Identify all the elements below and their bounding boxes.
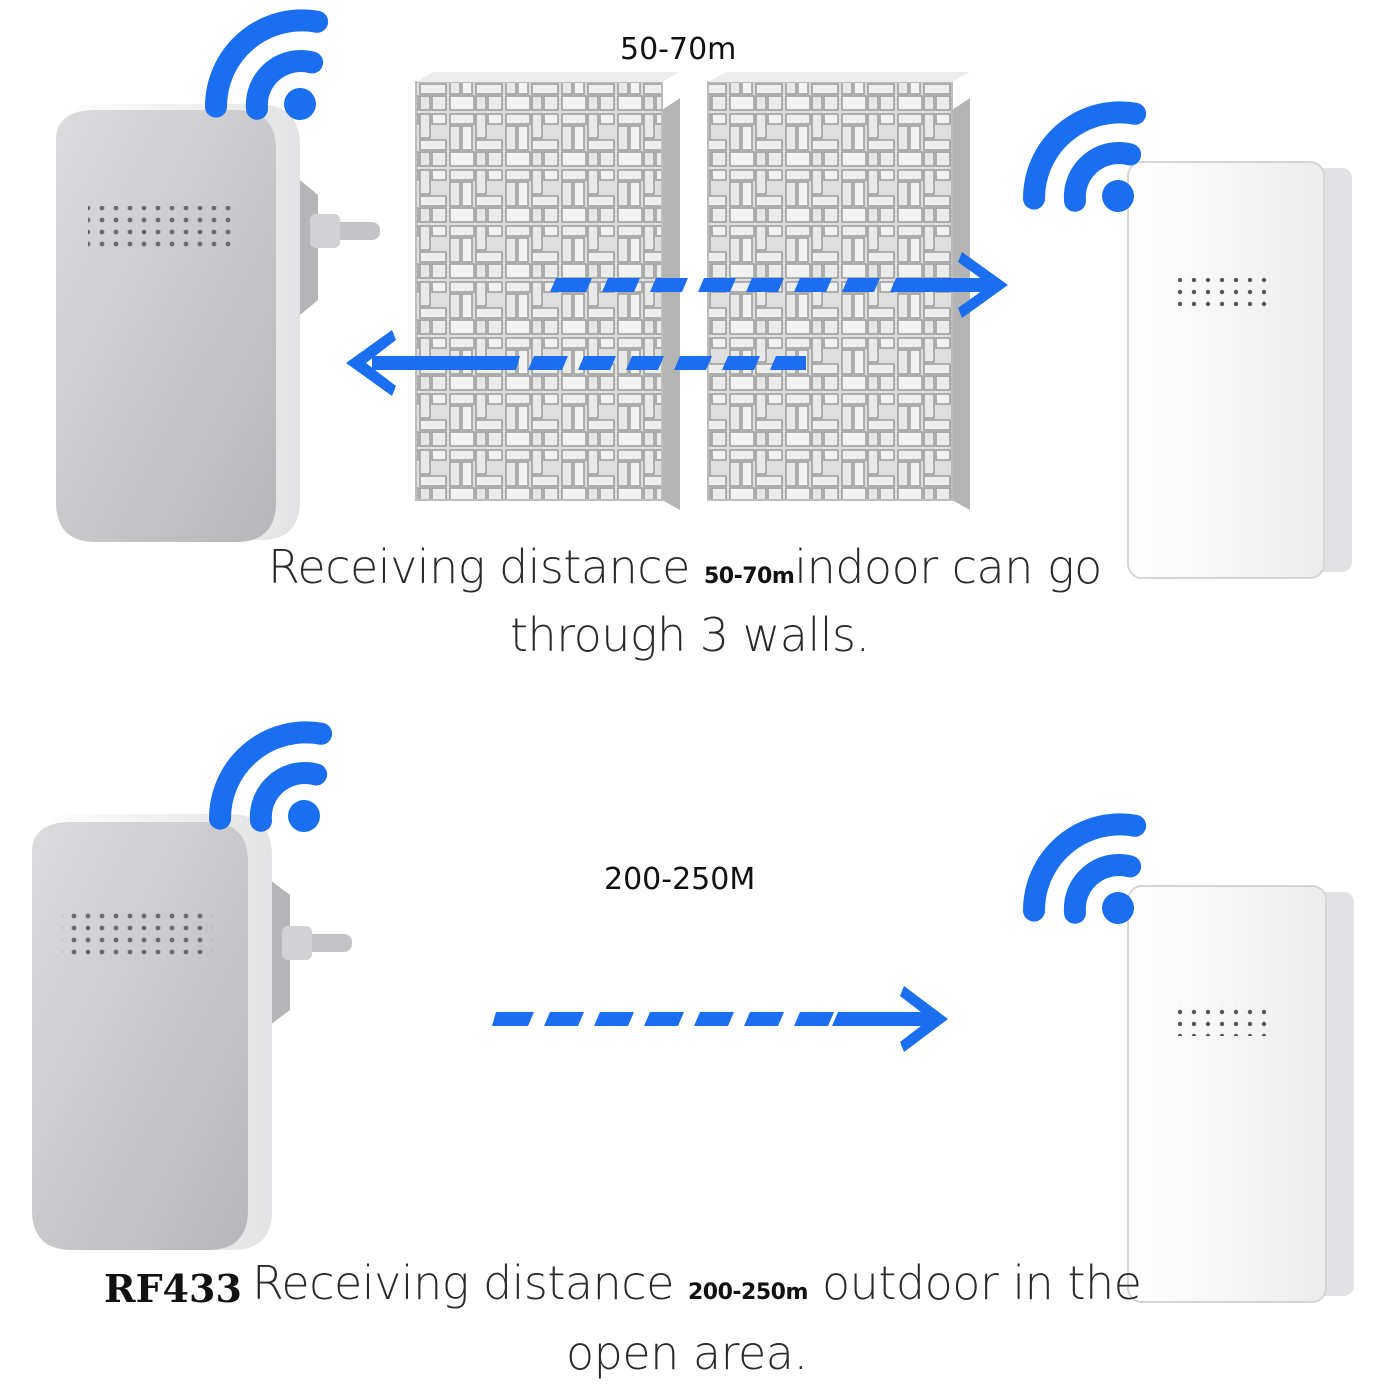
wifi-signal-icon	[1023, 813, 1147, 924]
plugin-receiver-top	[56, 104, 380, 542]
dashed-arrow-left	[346, 330, 806, 396]
speaker-grille	[62, 912, 212, 956]
plug-pin	[330, 222, 380, 240]
bottom-caption-prefix: Receiving distance	[252, 1256, 674, 1310]
plugin-receiver-bottom	[32, 814, 352, 1250]
dashed-arrow-right	[550, 252, 1008, 318]
wifi-signal-icon	[209, 721, 333, 832]
top-range-label: 50-70m	[620, 32, 737, 67]
speaker-grille	[1172, 1002, 1272, 1036]
bottom-caption-suffix: outdoor in the	[822, 1256, 1142, 1310]
top-caption-prefix: Receiving distance	[268, 540, 690, 594]
speaker-grille	[88, 206, 238, 250]
brick-wall-left	[415, 72, 680, 510]
bottom-caption-distance: 200-250m	[688, 1280, 808, 1305]
dashed-arrow-right	[492, 986, 948, 1052]
bottom-caption-line1: Receiving distance 200-250m outdoor in t…	[252, 1256, 1142, 1310]
top-panel	[56, 9, 1352, 579]
bottom-caption-line2: open area.	[566, 1326, 808, 1380]
top-caption-suffix: indoor can go	[794, 540, 1102, 594]
doorbell-button-top	[1127, 161, 1352, 579]
wifi-signal-icon	[1023, 101, 1147, 212]
rf433-tag: RF433	[104, 1266, 242, 1311]
speaker-grille	[1172, 278, 1272, 312]
top-caption-line2: through 3 walls.	[510, 608, 870, 662]
doorbell-button-bottom	[1127, 885, 1354, 1303]
wifi-signal-icon	[205, 9, 329, 120]
bottom-panel	[32, 721, 1354, 1303]
top-caption-distance: 50-70m	[704, 564, 795, 589]
bottom-range-label: 200-250M	[604, 862, 756, 897]
top-caption-line1: Receiving distance 50-70mindoor can go	[268, 540, 1102, 594]
plug-pin	[300, 934, 352, 952]
